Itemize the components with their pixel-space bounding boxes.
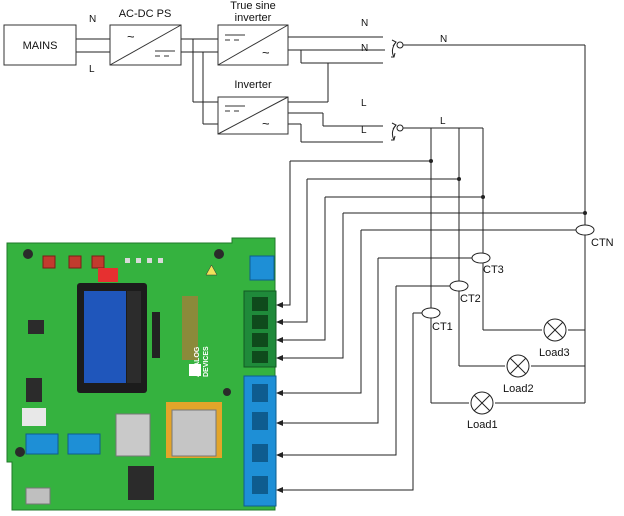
line-labels: N L N N N L L L (89, 14, 447, 136)
mount-hole (15, 447, 25, 457)
true-sine-label-1: True sine (230, 0, 275, 12)
ct-sensors (421, 224, 595, 319)
pcb-button (42, 255, 56, 269)
ct3-ring (471, 252, 491, 264)
pcb-board: ANALOG DEVICES (6, 237, 277, 511)
usb-port (25, 487, 51, 505)
load3-lamp (543, 318, 567, 342)
load2-label: Load2 (503, 383, 534, 395)
pin-header (182, 296, 198, 360)
ct1-label: CT1 (432, 321, 453, 333)
mount-hole (214, 249, 224, 259)
pcb-button (68, 255, 82, 269)
ac-symbol: ~ (262, 45, 270, 60)
load-bus (290, 127, 586, 404)
ct1-ring (421, 307, 441, 319)
ctn-ring (575, 224, 595, 236)
mount-hole (23, 249, 33, 259)
terminal-block (25, 433, 59, 455)
load-labels: Load3 Load2 Load1 (467, 347, 570, 431)
ct-labels: CT1 CT2 CT3 CTN (432, 237, 614, 333)
arrow-heads (276, 302, 283, 493)
ct3-label: CT3 (483, 264, 504, 276)
ethernet-jack (171, 409, 217, 457)
ct2-label: CT2 (460, 293, 481, 305)
ctn-label: CTN (591, 237, 614, 249)
load3-label: Load3 (539, 347, 570, 359)
ac-symbol: ~ (262, 116, 270, 131)
l-out2-label: L (361, 125, 367, 136)
pcb-button (91, 255, 105, 269)
mount-hole (223, 388, 231, 396)
lcd-screen (84, 291, 126, 383)
terminal-block (67, 433, 101, 455)
n-in-label: N (89, 14, 96, 25)
l-transfer-switch (391, 122, 404, 141)
terminal-block (249, 255, 275, 281)
sd-card-slot (115, 413, 151, 457)
n-out2-label: N (361, 43, 368, 54)
load2-lamp (506, 354, 530, 378)
board-input-wires (281, 161, 414, 491)
acdc-block: ~ AC-DC PS (109, 8, 182, 66)
n-transfer-switch (391, 39, 404, 58)
mains-block: MAINS (3, 24, 77, 66)
load1-lamp (470, 391, 494, 415)
brand-line-1: ANALOG (194, 346, 201, 377)
brand-line-2: DEVICES (203, 346, 210, 377)
acdc-label: AC-DC PS (119, 8, 172, 20)
junction-dots (429, 159, 587, 215)
mains-label: MAINS (23, 40, 58, 52)
inverter-label: Inverter (234, 79, 272, 91)
ct2-ring (449, 280, 469, 292)
load1-label: Load1 (467, 419, 498, 431)
power-path (76, 36, 586, 230)
true-sine-inverter-block: ~ True sine inverter (217, 0, 289, 66)
l-out1-label: L (361, 98, 367, 109)
l-in-label: L (89, 64, 95, 75)
n-bus-label: N (440, 34, 447, 45)
l-bus-label: L (440, 116, 446, 127)
n-out1-label: N (361, 18, 368, 29)
ac-symbol: ~ (127, 29, 135, 44)
true-sine-label-2: inverter (235, 12, 272, 24)
inverter-block: ~ Inverter (217, 79, 289, 135)
pcb-red-part (98, 268, 118, 282)
